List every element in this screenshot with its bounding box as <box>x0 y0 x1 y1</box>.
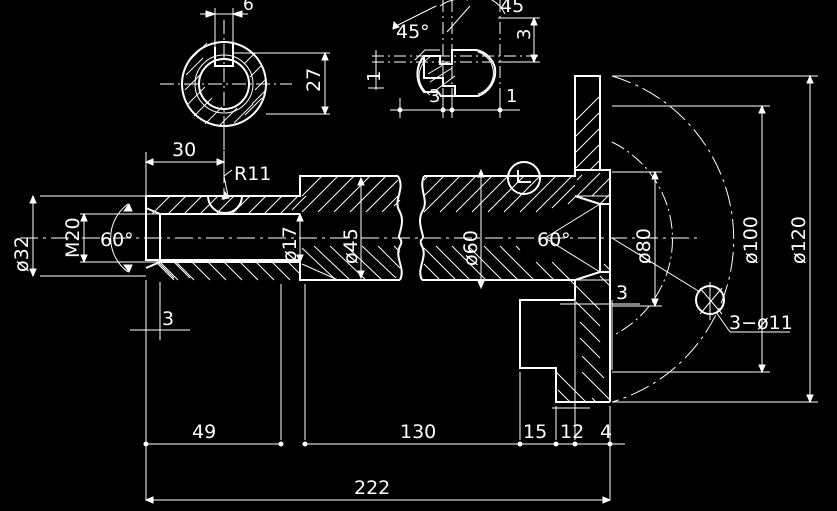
dim-label-27: 27 <box>303 68 325 92</box>
dim-label-130: 130 <box>400 421 436 443</box>
dim-label-3-left: 3 <box>162 308 174 330</box>
dim-222 <box>144 496 612 504</box>
groove-detail-view <box>414 49 497 97</box>
dim-label-49: 49 <box>192 421 216 443</box>
groove-detail-leaders <box>392 0 506 33</box>
dim-label-30: 30 <box>172 139 196 161</box>
detail-circle-marker <box>507 161 541 195</box>
hatch-left-lower <box>151 259 301 281</box>
dim-keyway-27 <box>233 51 330 116</box>
dim-label-detail-45a: 45° <box>396 21 430 43</box>
dim-label-detail-1b: 1 <box>506 86 517 107</box>
dim-label-r11: R11 <box>234 163 271 185</box>
dim-label-bolt-note: 3−ø11 <box>729 312 793 334</box>
dim-49 <box>143 441 284 447</box>
dim-label-222: 222 <box>354 477 390 499</box>
dim-label-60-left: 60° <box>100 229 134 251</box>
dim-label-keyway-width: 6 <box>243 0 254 15</box>
hatch-mid-lower <box>301 245 401 281</box>
dim-detail-h3 <box>498 16 540 64</box>
flange-projection-arc <box>611 75 735 403</box>
dim-label-detail-1a: 1 <box>364 71 385 82</box>
dim-dia60 <box>477 168 485 290</box>
r11-groove <box>207 195 243 214</box>
dim-label-dia80: ø80 <box>633 228 655 264</box>
hatch-right-upper <box>423 175 576 213</box>
dim-dia32 <box>29 194 146 278</box>
section-centerlines <box>160 20 292 150</box>
dim-label-m20: M20 <box>62 217 84 258</box>
dim-detail-bottom <box>390 98 520 118</box>
dim-dia45 <box>357 176 365 280</box>
bolt-hole-crosshairs <box>699 282 723 320</box>
dim-label-15: 15 <box>523 421 547 443</box>
dim-label-60-right: 60° <box>537 229 571 251</box>
section-bore-circle <box>198 58 250 110</box>
dim-m20 <box>80 212 160 264</box>
bolt-circle-radius-line <box>611 237 790 333</box>
keyway-section-hatch <box>184 42 267 127</box>
dim-dia120 <box>612 74 818 404</box>
dim-label-detail-45b: 45 <box>500 0 524 17</box>
dim-keyway-width-6 <box>200 8 248 52</box>
dim-label-12: 12 <box>560 421 584 443</box>
dim-60-left <box>110 202 133 274</box>
dim-label-dia45: ø45 <box>340 228 362 264</box>
dim-label-3-flange: 3 <box>616 282 628 304</box>
dim-label-detail-3b: 3 <box>514 29 535 40</box>
hatch-left-upper <box>151 195 307 215</box>
hatch-mid-upper <box>301 175 401 213</box>
shaft-bore-lines <box>145 195 610 281</box>
groove-detail-arcs <box>418 51 494 96</box>
dim-dia100 <box>612 104 770 374</box>
dim-label-dia17: ø17 <box>279 226 301 262</box>
dim-label-detail-3a: 3 <box>429 86 440 107</box>
section-keyway-slot <box>214 44 234 67</box>
dim-dia80 <box>612 170 662 308</box>
dim-130 <box>302 441 523 447</box>
hatch-flange-upper <box>575 95 611 205</box>
dim-3-flange <box>560 300 640 370</box>
dim-dia17 <box>296 212 304 264</box>
dim-label-dia32: ø32 <box>11 236 33 272</box>
hatch-flange-lower <box>555 263 611 403</box>
dim-3-left <box>130 280 190 340</box>
dim-4 <box>575 441 625 447</box>
dim-label-dia120: ø120 <box>788 216 810 264</box>
dim-extension-lines <box>145 284 611 500</box>
hatch-right-lower <box>423 245 576 286</box>
dim-label-4: 4 <box>600 421 612 443</box>
dim-detail-v1 <box>368 50 384 90</box>
dim-label-dia100: ø100 <box>740 216 762 264</box>
dim-label-dia60: ø60 <box>460 230 482 266</box>
dim-60-right <box>544 203 601 273</box>
